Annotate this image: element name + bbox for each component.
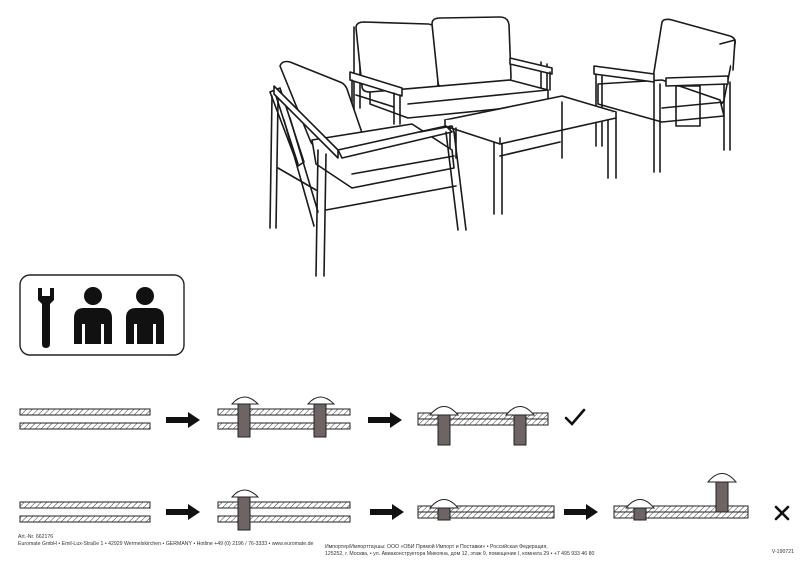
- arrow-icon: [166, 412, 200, 428]
- plates-step-1: [19, 408, 151, 430]
- importer-line-2: 125252, г. Москва, • ул. Авиаконструктор…: [325, 551, 595, 557]
- wrench-icon: [38, 288, 54, 348]
- arrow-icon: [368, 412, 402, 428]
- arrow-icon: [166, 504, 200, 520]
- plates-step-1: [19, 501, 151, 523]
- importer-line-1: Импортер/Импорттаушы: ООО «ОБИ Прямой Им…: [325, 544, 548, 550]
- furniture-set-illustration: [269, 16, 736, 277]
- plates-step-3: [417, 406, 549, 446]
- coffee-table-drawing: [444, 95, 617, 215]
- checkmark-icon: [564, 408, 586, 426]
- cross-icon: [774, 505, 790, 521]
- bolt-row-correct: [19, 396, 586, 446]
- company-address: Euromate GmbH • Emil-Lux-Straße 1 • 4292…: [18, 541, 314, 547]
- version-code: V-190721: [771, 549, 794, 555]
- person-icon: [126, 287, 164, 344]
- plates-step-2: [217, 396, 351, 438]
- right-armchair-drawing: [593, 18, 736, 173]
- person-icon: [74, 287, 112, 344]
- plates-step-3: [417, 499, 555, 521]
- footer-company-info: Art.-Nr. 662176 Euromate GmbH • Emil-Lux…: [18, 534, 313, 548]
- arrow-icon: [370, 504, 404, 520]
- plates-step-2: [217, 489, 351, 531]
- footer-importer-info: Импортер/Импорттаушы: ООО «ОБИ Прямой Им…: [325, 544, 594, 558]
- tools-persons-panel: [19, 274, 185, 356]
- arrow-icon: [564, 504, 598, 520]
- front-armchair-drawing: [269, 60, 467, 277]
- bolt-row-incorrect: [19, 473, 790, 531]
- article-number: Art.-Nr. 662176: [18, 534, 54, 540]
- plates-step-4: [613, 473, 749, 521]
